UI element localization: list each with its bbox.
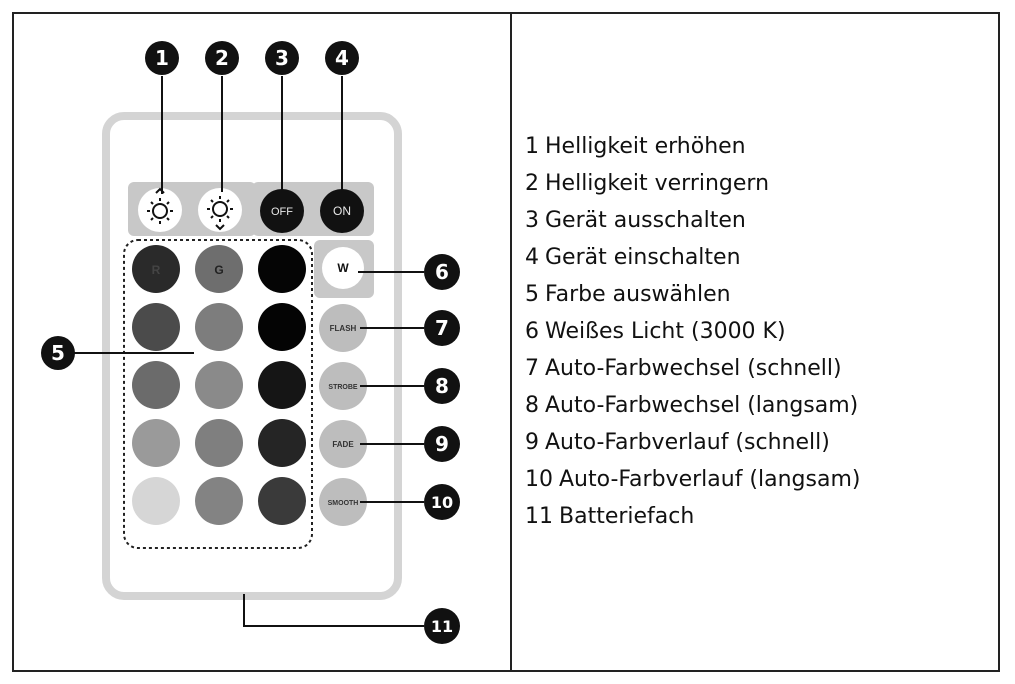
color-button	[258, 477, 306, 525]
legend-number: 7	[525, 356, 539, 381]
callout-11: 11	[431, 617, 453, 636]
off-label: OFF	[271, 206, 293, 218]
callout-5: 5	[51, 341, 65, 365]
callout-1: 1	[155, 46, 169, 70]
callout-2-badge	[205, 41, 239, 75]
color-button	[258, 361, 306, 409]
callout-10-badge	[424, 484, 460, 520]
sun-up-icon	[147, 187, 173, 224]
legend-text: Auto-Farbwechsel (langsam)	[545, 393, 859, 418]
on-button	[320, 189, 364, 233]
fade-button	[319, 420, 367, 468]
callout-9-badge	[424, 426, 460, 462]
legend-number: 3	[525, 208, 539, 233]
color-button	[132, 361, 180, 409]
color-button	[132, 477, 180, 525]
legend-text: Helligkeit verringern	[545, 171, 770, 196]
callout-4: 4	[335, 46, 349, 70]
color-selection-outline	[123, 239, 313, 549]
g-label: G	[214, 263, 223, 277]
callout-4-badge	[325, 41, 359, 75]
on-label: ON	[333, 204, 351, 218]
callout-1-badge	[145, 41, 179, 75]
w-button	[322, 247, 364, 289]
legend-number: 5	[525, 282, 539, 307]
sun-down-icon	[207, 196, 233, 231]
color-button	[195, 245, 243, 293]
callout-3: 3	[275, 46, 289, 70]
legend-number: 11	[525, 504, 553, 529]
color-button	[258, 245, 306, 293]
legend-text: Auto-Farbverlauf (langsam)	[559, 467, 861, 492]
brightness-down-button	[198, 188, 242, 232]
strobe-button	[319, 362, 367, 410]
legend-number: 6	[525, 319, 539, 344]
callout-3-badge	[265, 41, 299, 75]
legend-number: 8	[525, 393, 539, 418]
callout-5-badge	[41, 336, 75, 370]
color-button	[195, 419, 243, 467]
legend-number: 9	[525, 430, 539, 455]
color-button	[258, 303, 306, 351]
legend-text: Gerät einschalten	[545, 245, 741, 270]
legend-number: 10	[525, 467, 553, 492]
flash-button	[319, 304, 367, 352]
legend-number: 4	[525, 245, 539, 270]
legend-text: Auto-Farbwechsel (schnell)	[545, 356, 842, 381]
leader-line-11	[243, 594, 424, 627]
legend-number: 1	[525, 134, 539, 159]
legend-text: Auto-Farbverlauf (schnell)	[545, 430, 830, 455]
column-divider	[510, 12, 512, 672]
smooth-label: SMOOTH	[328, 500, 359, 507]
color-button	[195, 361, 243, 409]
w-label: W	[337, 261, 349, 275]
callout-9: 9	[435, 432, 449, 456]
color-button	[132, 419, 180, 467]
callout-11-badge	[424, 608, 460, 644]
color-button	[195, 477, 243, 525]
outer-frame	[12, 12, 1000, 672]
color-button	[258, 419, 306, 467]
callout-8: 8	[435, 374, 449, 398]
color-button	[195, 303, 243, 351]
callout-7: 7	[435, 316, 449, 340]
legend-text: Gerät ausschalten	[545, 208, 746, 233]
callout-7-badge	[424, 310, 460, 346]
legend-text: Weißes Licht (3000 K)	[545, 319, 786, 344]
fade-label: FADE	[332, 440, 354, 449]
remote-diagram: OFF ON R G W FLASH STROBE FADE SMOOTH 1 …	[14, 14, 508, 670]
callout-10: 10	[431, 493, 453, 512]
brightness-up-button	[138, 187, 182, 232]
callout-2: 2	[215, 46, 229, 70]
legend-number: 2	[525, 171, 539, 196]
callout-6: 6	[435, 260, 449, 284]
off-button	[260, 189, 304, 233]
color-button	[132, 303, 180, 351]
callout-8-badge	[424, 368, 460, 404]
legend-text: Farbe auswählen	[545, 282, 731, 307]
smooth-button	[319, 478, 367, 526]
color-button	[132, 245, 180, 293]
legend-text: Helligkeit erhöhen	[545, 134, 746, 159]
r-label: R	[152, 263, 161, 277]
strobe-label: STROBE	[328, 384, 358, 391]
flash-label: FLASH	[330, 324, 357, 333]
callout-6-badge	[424, 254, 460, 290]
legend-text: Batteriefach	[559, 504, 695, 529]
